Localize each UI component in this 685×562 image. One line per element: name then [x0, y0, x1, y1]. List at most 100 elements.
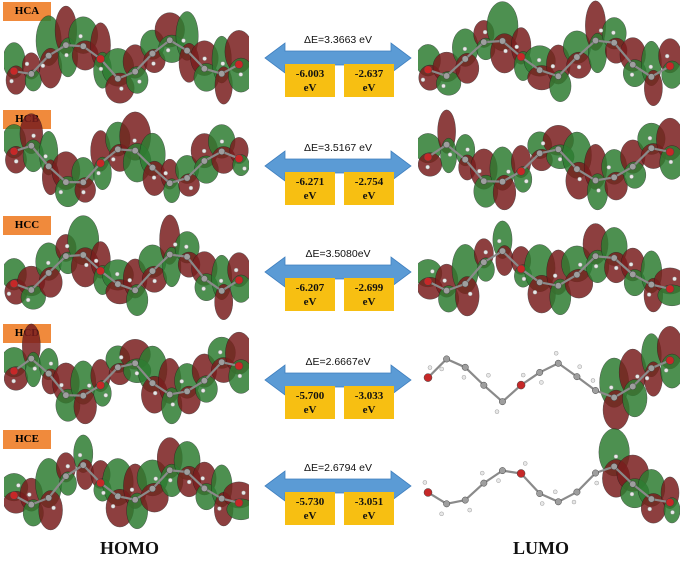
- hydrogen-atom: [184, 244, 189, 249]
- carbon-atom: [131, 286, 139, 294]
- hydrogen-atom: [48, 361, 54, 366]
- bond-line: [613, 385, 634, 399]
- hydrogen-atom: [629, 491, 635, 497]
- hydrogen-atom: [64, 52, 69, 58]
- hydrogen-atom: [163, 171, 168, 176]
- carbon-atom: [200, 157, 208, 165]
- bond-line: [631, 147, 653, 168]
- carbon-atom: [536, 66, 544, 74]
- bond-line: [47, 475, 67, 499]
- bond-line: [186, 256, 206, 280]
- carbon-atom: [629, 61, 637, 69]
- bond-line: [464, 482, 485, 501]
- bond-line: [445, 143, 466, 161]
- bond-line: [151, 166, 171, 185]
- hydrogen-atom: [540, 141, 546, 146]
- orbital-lobe: [549, 70, 572, 102]
- oxygen-atom: [516, 52, 526, 62]
- hydrogen-atom: [506, 169, 511, 174]
- carbon-atom: [480, 38, 488, 46]
- carbon-atom: [183, 468, 191, 476]
- carbon-atom: [461, 363, 469, 371]
- hydrogen-atom: [77, 452, 83, 458]
- carbon-atom: [573, 271, 581, 279]
- hydrogen-atom: [614, 265, 619, 271]
- hydrogen-atom: [514, 44, 519, 50]
- carbon-atom: [166, 36, 174, 44]
- hydrogen-atom: [170, 402, 175, 407]
- carbon-atom: [554, 359, 562, 367]
- hydrogen-atom: [181, 38, 186, 43]
- carbon-atom: [499, 247, 506, 255]
- carbon-atom: [131, 147, 139, 155]
- carbon-atom: [647, 144, 655, 152]
- hydrogen-atom: [25, 297, 31, 303]
- bond-line: [151, 39, 171, 55]
- hydrogen-atom: [420, 77, 426, 82]
- molecule-tag: HCC: [3, 216, 51, 235]
- oxygen-atom: [234, 60, 244, 69]
- hydrogen-atom: [664, 53, 670, 59]
- orbital-lobe: [226, 498, 249, 521]
- oxygen-atom: [234, 498, 244, 508]
- carbon-atom: [200, 484, 208, 492]
- carbon-atom: [79, 461, 87, 469]
- oxygen-atom: [516, 380, 526, 390]
- carbon-atom: [647, 364, 655, 372]
- homo-orbital-image: [4, 111, 249, 208]
- lumo-orbital-image: [422, 428, 680, 524]
- carbon-atom: [443, 141, 451, 149]
- carbon-atom: [610, 463, 618, 470]
- bond-line: [557, 148, 578, 170]
- bond-line: [576, 255, 597, 276]
- hydrogen-atom: [462, 46, 468, 52]
- carbon-atom: [536, 368, 544, 376]
- hydrogen-atom: [664, 368, 669, 373]
- oxygen-atom: [516, 167, 526, 176]
- hydrogen-atom: [494, 409, 500, 414]
- carbon-atom: [629, 383, 637, 390]
- hydrogen-atom: [219, 139, 225, 144]
- hydrogen-atom: [111, 157, 116, 162]
- carbon-atom: [629, 480, 637, 488]
- carbon-atom: [79, 178, 87, 186]
- bond-line: [47, 165, 67, 183]
- orbital-lobe: [20, 285, 46, 310]
- carbon-atom: [114, 492, 122, 500]
- hydrogen-atom: [152, 390, 158, 396]
- carbon-atom: [62, 252, 70, 260]
- carbon-atom: [166, 251, 174, 259]
- oxygen-atom: [9, 147, 19, 156]
- hydrogen-atom: [609, 385, 614, 390]
- hydrogen-atom: [590, 378, 596, 383]
- bond-line: [151, 469, 171, 490]
- oxygen-atom: [516, 469, 526, 478]
- bond-line: [632, 483, 653, 500]
- oxygen-atom: [234, 361, 244, 371]
- oxygen-atom: [665, 147, 675, 157]
- carbon-atom: [573, 53, 581, 61]
- carbon-atom: [149, 379, 156, 387]
- carbon-atom: [183, 253, 191, 261]
- carbon-atom: [480, 177, 488, 185]
- hydrogen-atom: [439, 366, 444, 372]
- hydrogen-atom: [152, 278, 157, 284]
- bond-line: [134, 362, 154, 384]
- hydrogen-atom: [242, 166, 247, 171]
- hydrogen-atom: [137, 79, 142, 84]
- bond-line: [557, 56, 578, 78]
- bond-line: [576, 375, 597, 392]
- carbon-atom: [647, 73, 655, 81]
- hydrogen-atom: [132, 138, 137, 143]
- carbon-atom: [200, 377, 208, 385]
- hydrogen-atom: [613, 454, 619, 459]
- carbon-atom: [218, 358, 226, 366]
- hydrogen-atom: [593, 264, 599, 269]
- hydrogen-atom: [241, 490, 246, 496]
- bond-line: [613, 465, 634, 485]
- carbon-atom: [218, 495, 226, 503]
- hydrogen-atom: [648, 64, 653, 70]
- bond-line: [557, 362, 578, 378]
